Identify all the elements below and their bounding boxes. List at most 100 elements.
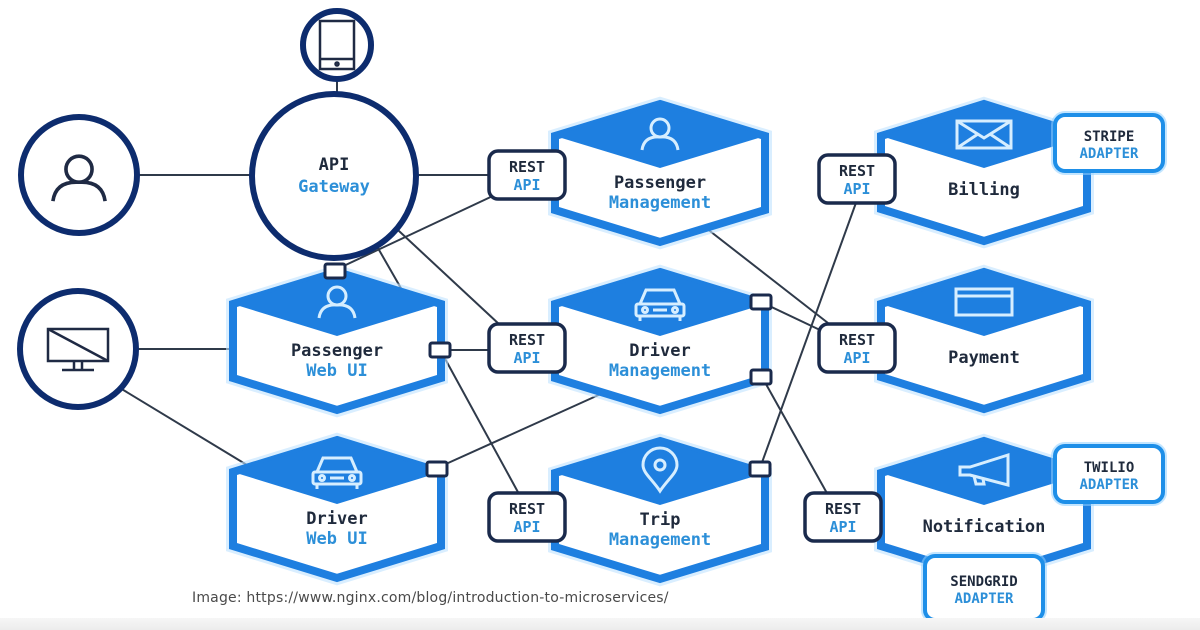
rest-api-label-line1: REST bbox=[839, 162, 875, 180]
rest-api-box bbox=[487, 491, 567, 543]
edge-trip-mgmt-to-billing-rest bbox=[759, 199, 858, 469]
hex-top-facet bbox=[881, 104, 1087, 168]
user-icon-body bbox=[51, 180, 107, 202]
car-icon bbox=[311, 456, 363, 489]
hex-top-facet bbox=[555, 441, 765, 505]
rest-api-label-line1: REST bbox=[509, 331, 545, 349]
driver-mgmt-bottom-port[interactable] bbox=[749, 368, 773, 386]
edge-desktop-to-driver-web-ui bbox=[119, 387, 248, 466]
service-label-line2: Management bbox=[609, 530, 711, 550]
service-label: Billing bbox=[948, 180, 1020, 200]
service-label: Notification bbox=[923, 517, 1046, 537]
card-body bbox=[954, 287, 1014, 317]
client-desktop[interactable] bbox=[17, 288, 139, 410]
service-label-line2: Management bbox=[609, 193, 711, 213]
edge-passenger-web-ui-to-trip-mgmt-rest bbox=[442, 354, 520, 495]
edge-passenger-web-ui-to-passenger-mgmt-rest bbox=[334, 193, 498, 271]
service-label-line1: Driver bbox=[306, 509, 367, 529]
client-circle bbox=[17, 288, 139, 410]
image-source-caption: Image: https://www.nginx.com/blog/introd… bbox=[192, 590, 669, 606]
hex-top-facet bbox=[881, 441, 1087, 505]
adapter-label-line2: ADAPTER bbox=[954, 591, 1014, 607]
rest-api-label-line1: REST bbox=[839, 331, 875, 349]
service-label-line2: Web UI bbox=[306, 529, 367, 549]
connections bbox=[119, 79, 858, 496]
trip-mgmt-port[interactable] bbox=[748, 460, 772, 478]
gateway-circle bbox=[249, 91, 419, 261]
rest-api-label-line2: API bbox=[843, 180, 870, 198]
adapter-box bbox=[1053, 444, 1165, 504]
client-mobile[interactable] bbox=[300, 8, 374, 82]
rest-api-label-line2: API bbox=[513, 176, 540, 194]
envelope-body bbox=[955, 119, 1013, 150]
service-label-line1: Driver bbox=[629, 341, 690, 361]
user-icon bbox=[640, 117, 680, 151]
service-payment[interactable]: Payment bbox=[874, 264, 1094, 417]
rest-api-box bbox=[817, 153, 897, 205]
hex-top-facet bbox=[881, 272, 1087, 336]
edge-driver-web-ui-to-driver-mgmt bbox=[436, 392, 604, 469]
monitor-icon bbox=[46, 327, 110, 372]
car-icon-light bbox=[671, 306, 679, 314]
service-label-line2: Web UI bbox=[306, 361, 367, 381]
rest-api-label-line2: API bbox=[829, 518, 856, 536]
phone-body bbox=[318, 19, 356, 71]
map-pin-dot bbox=[653, 458, 667, 472]
adapter-label-line1: SENDGRID bbox=[950, 574, 1017, 590]
edge-passenger-mgmt-to-payment-rest bbox=[705, 227, 829, 324]
user-icon-body bbox=[317, 303, 357, 319]
car-icon-body bbox=[311, 470, 363, 486]
map-pin-outline bbox=[641, 446, 679, 494]
adapter-label-line2: ADAPTER bbox=[1079, 477, 1139, 493]
passenger-web-ui-right-port[interactable] bbox=[428, 341, 452, 359]
gateway-label-line1: API bbox=[319, 155, 350, 175]
rest-api-label-line1: REST bbox=[509, 500, 545, 518]
edge-gateway-to-driver-mgmt-rest bbox=[384, 217, 501, 326]
service-label: Payment bbox=[948, 348, 1020, 368]
client-circle bbox=[18, 114, 140, 236]
client-user[interactable] bbox=[18, 114, 140, 236]
car-icon-light bbox=[641, 306, 649, 314]
envelope-icon bbox=[955, 119, 1013, 150]
passenger-web-ui-top-port[interactable] bbox=[323, 262, 347, 280]
car-icon-body bbox=[634, 302, 686, 318]
car-icon-light bbox=[318, 474, 326, 482]
adapter-label-line2: ADAPTER bbox=[1079, 146, 1139, 162]
megaphone-horn bbox=[958, 452, 1010, 487]
monitor-stand bbox=[62, 361, 94, 372]
driver-mgmt-top-port[interactable] bbox=[749, 293, 773, 311]
map-pin-icon bbox=[641, 446, 679, 494]
rest-api-label-line2: API bbox=[513, 518, 540, 536]
rest-api-label-line2: API bbox=[843, 349, 870, 367]
adapter-label-line1: TWILIO bbox=[1084, 460, 1135, 476]
user-icon-body bbox=[640, 135, 680, 151]
driver-web-ui-right-port[interactable] bbox=[425, 460, 449, 478]
service-label-line1: Passenger bbox=[614, 173, 706, 193]
credit-card-icon bbox=[954, 287, 1014, 317]
gateway-label-line2: Gateway bbox=[298, 177, 370, 197]
rest-api-box bbox=[803, 491, 883, 543]
adapter-box bbox=[1053, 113, 1165, 173]
mobile-phone-icon bbox=[318, 19, 356, 71]
rest-api-label-line1: REST bbox=[509, 158, 545, 176]
service-label-line1: Trip bbox=[640, 510, 681, 530]
rest-api-box bbox=[817, 322, 897, 374]
rest-api-box bbox=[487, 149, 567, 201]
